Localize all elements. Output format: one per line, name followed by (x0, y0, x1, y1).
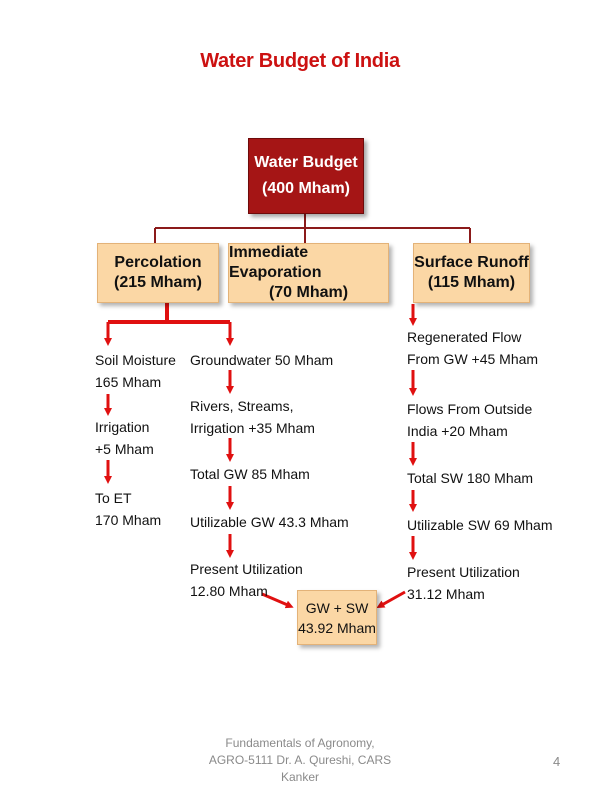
page-title: Water Budget of India (200, 50, 400, 72)
present-utilization-sw-value: 31.12 Mham (407, 586, 485, 602)
flows-outside-value: India +20 Mham (407, 423, 508, 439)
groundwater-text: Groundwater 50 Mham (190, 352, 334, 368)
percolation-box: Percolation (215 Mham) (97, 243, 219, 303)
irrigation-text: Irrigation +5 Mham (95, 416, 154, 460)
rivers-value: Irrigation +35 Mham (190, 420, 315, 436)
present-utilization-gw-label: Present Utilization (190, 561, 303, 577)
runoff-box: Surface Runoff (115 Mham) (413, 243, 530, 303)
regenerated-flow-value: From GW +45 Mham (407, 351, 539, 367)
percolation-label: Percolation (114, 254, 202, 271)
gw-sw-total-label: GW + SW (305, 599, 369, 616)
to-et-label: To ET (95, 490, 132, 506)
water-budget-box: Water Budget (400 Mham) (248, 138, 364, 214)
total-sw-text: Total SW 180 Mham (407, 470, 534, 486)
present-utilization-sw-text: Present Utilization 31.12 Mham (407, 561, 520, 605)
evaporation-label: Immediate Evaporation (229, 244, 322, 281)
soil-moisture-label: Soil Moisture (95, 352, 176, 368)
gw-sw-total-box: GW + SW 43.92 Mham (297, 590, 377, 645)
footer-line-2: AGRO-5111 Dr. A. Qureshi, CARS (208, 753, 392, 767)
soil-moisture-value: 165 Mham (95, 374, 162, 390)
water-budget-value: (400 Mham) (261, 180, 351, 197)
footer-line-1: Fundamentals of Agronomy, (225, 736, 375, 750)
flows-outside-label: Flows From Outside (407, 401, 533, 417)
runoff-value: (115 Mham) (427, 274, 516, 291)
present-utilization-gw-value: 12.80 Mham (190, 583, 268, 599)
soil-moisture-text: Soil Moisture 165 Mham (95, 349, 176, 393)
utilizable-sw-text: Utilizable SW 69 Mham (407, 517, 553, 533)
regenerated-flow-label: Regenerated Flow (407, 329, 522, 345)
flow-arrows (104, 304, 417, 609)
percolation-split (108, 302, 230, 324)
runoff-label: Surface Runoff (414, 254, 529, 271)
evaporation-value: (70 Mham) (268, 284, 349, 301)
present-utilization-sw-label: Present Utilization (407, 564, 520, 580)
flows-outside-text: Flows From Outside India +20 Mham (407, 398, 532, 442)
rivers-label: Rivers, Streams, (190, 398, 294, 414)
percolation-value: (215 Mham) (113, 274, 203, 291)
gw-sw-total-value: 43.92 Mham (298, 619, 376, 636)
rivers-text: Rivers, Streams, Irrigation +35 Mham (190, 395, 315, 439)
evaporation-box: Immediate Evaporation (70 Mham) (228, 243, 389, 303)
tree-connector (154, 212, 471, 243)
footer-text: Fundamentals of Agronomy, AGRO-5111 Dr. … (200, 735, 400, 786)
regenerated-flow-text: Regenerated Flow From GW +45 Mham (407, 326, 538, 370)
utilizable-gw-text: Utilizable GW 43.3 Mham (190, 514, 349, 530)
irrigation-value: +5 Mham (95, 441, 154, 457)
total-gw-text: Total GW 85 Mham (190, 466, 310, 482)
irrigation-label: Irrigation (95, 419, 150, 435)
water-budget-label: Water Budget (254, 154, 358, 171)
page-number: 4 (553, 754, 561, 769)
footer-line-3: Kanker (280, 770, 320, 784)
to-et-value: 170 Mham (95, 512, 162, 528)
to-et-text: To ET 170 Mham (95, 487, 161, 531)
present-utilization-gw-text: Present Utilization 12.80 Mham (190, 558, 303, 602)
